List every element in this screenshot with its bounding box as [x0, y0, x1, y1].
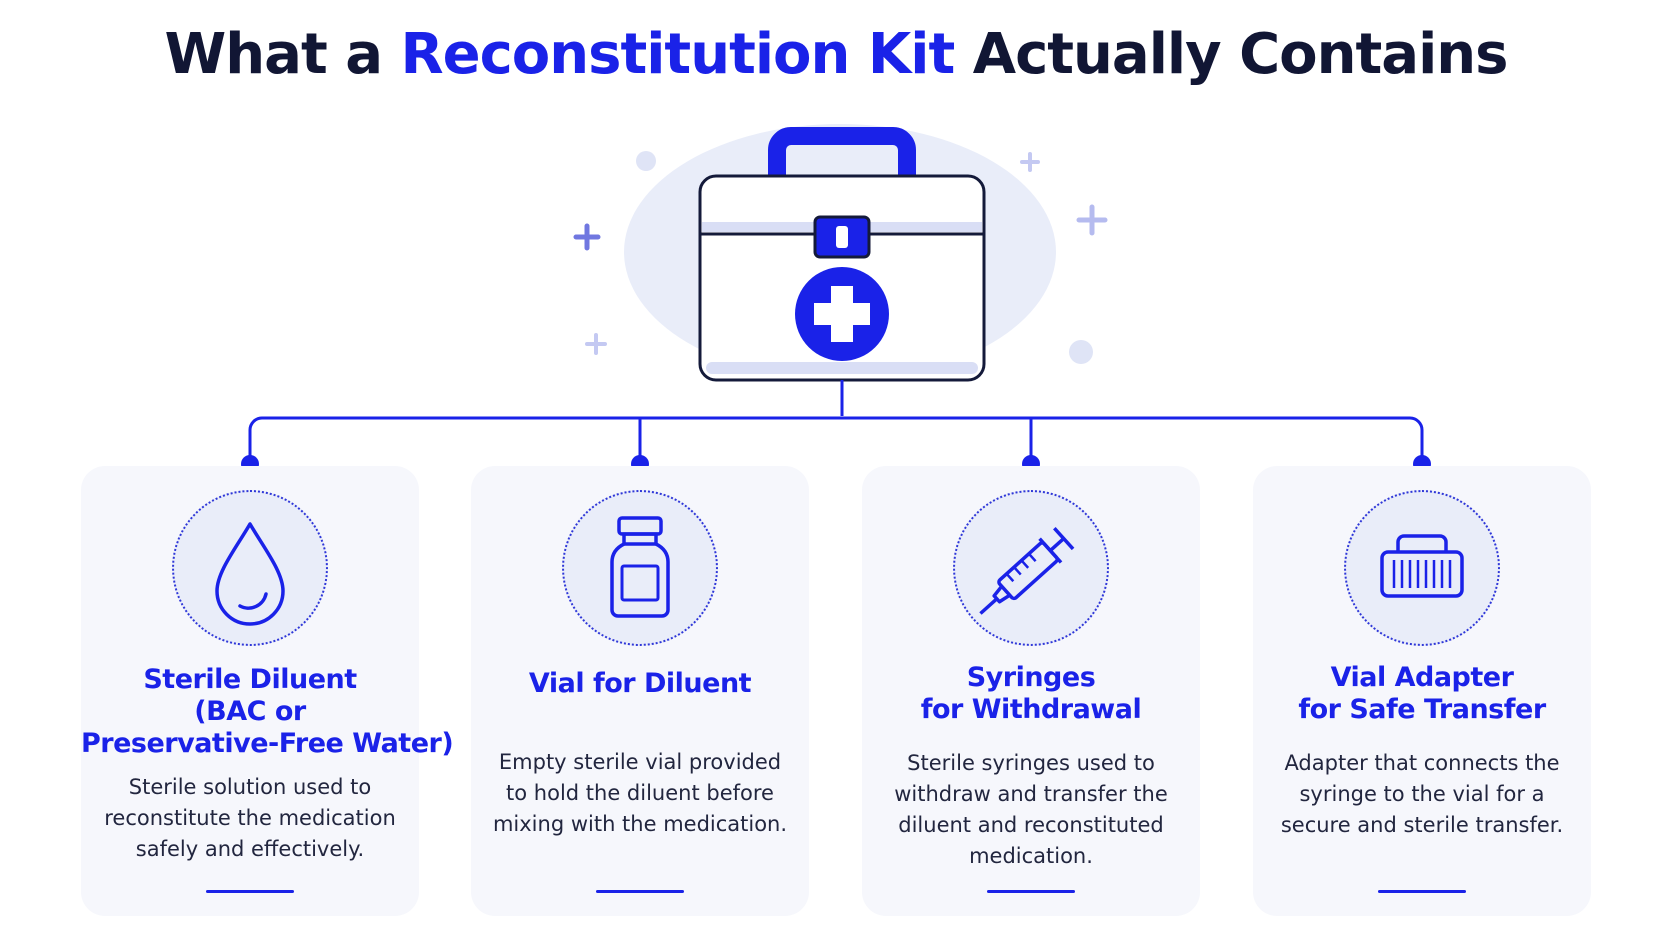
water-drop-icon [215, 522, 285, 626]
card-desc-line: diluent and reconstituted [898, 813, 1164, 837]
card-title: Vial for Diluent [471, 668, 809, 700]
card-title-line: Vial for Diluent [528, 668, 752, 699]
card-divider [1378, 890, 1466, 893]
card-title-line: (BAC or [194, 696, 306, 727]
card-divider [596, 890, 684, 893]
card-desc-line: withdraw and transfer the [894, 782, 1168, 806]
card-desc-line: Adapter that connects the [1284, 751, 1560, 775]
card-title-line: for Safe Transfer [1298, 694, 1546, 725]
card-desc-line: safely and effectively. [135, 837, 365, 861]
card-title-line: Sterile Diluent [143, 664, 357, 695]
card-title-line: Syringes [966, 662, 1096, 693]
card-vial-adapter: Vial Adapter for Safe Transfer Adapter t… [1253, 466, 1591, 916]
card-description: Sterile solution used to reconstitute th… [81, 772, 419, 865]
page-title: What a Reconstitution Kit Actually Conta… [0, 22, 1672, 87]
card-description: Adapter that connects the syringe to the… [1253, 748, 1591, 841]
card-desc-line: Empty sterile vial provided [498, 750, 782, 774]
card-title-line: Vial Adapter [1330, 662, 1514, 693]
card-title-line: Preservative-Free Water) [81, 728, 454, 759]
sparkle-decorations [573, 151, 1108, 364]
card-desc-line: reconstitute the medication [104, 806, 396, 830]
card-divider [206, 890, 294, 893]
card-desc-line: medication. [969, 844, 1093, 868]
card-divider [987, 890, 1075, 893]
card-desc-line: mixing with the medication. [492, 812, 788, 836]
card-desc-line: syringe to the vial for a [1299, 782, 1545, 806]
title-part-2: Actually Contains [954, 22, 1509, 87]
card-description: Empty sterile vial provided to hold the … [471, 747, 809, 840]
card-vial-for-diluent: Vial for Diluent Empty sterile vial prov… [471, 466, 809, 916]
title-part-1: What a [164, 22, 401, 87]
icon-circle [172, 490, 328, 646]
vial-icon [610, 516, 670, 618]
card-sterile-diluent: Sterile Diluent (BAC or Preservative-Fre… [81, 466, 454, 916]
title-highlight: Reconstitution Kit [400, 22, 956, 87]
card-description: Sterile syringes used to withdraw and tr… [862, 748, 1200, 872]
connector-dots [241, 455, 1431, 473]
connector-lines [248, 380, 1424, 462]
card-desc-line: Sterile solution used to [128, 775, 372, 799]
card-desc-line: to hold the diluent before [506, 781, 774, 805]
card-title-line: for Withdrawal [920, 694, 1142, 725]
vial-adapter-icon [1380, 534, 1464, 598]
card-desc-line: secure and sterile transfer. [1280, 813, 1564, 837]
card-syringes: Syringes for Withdrawal Sterile syringes… [862, 466, 1200, 916]
syringe-icon [979, 526, 1075, 615]
icon-circle [562, 490, 718, 646]
icon-circle [1344, 490, 1500, 646]
medical-kit-icon [698, 127, 986, 382]
icon-circle [953, 490, 1109, 646]
card-desc-line: Sterile syringes used to [907, 751, 1155, 775]
card-title: Syringes for Withdrawal [862, 662, 1200, 726]
card-title: Vial Adapter for Safe Transfer [1253, 662, 1591, 726]
card-title: Sterile Diluent (BAC or Preservative-Fre… [81, 664, 454, 760]
